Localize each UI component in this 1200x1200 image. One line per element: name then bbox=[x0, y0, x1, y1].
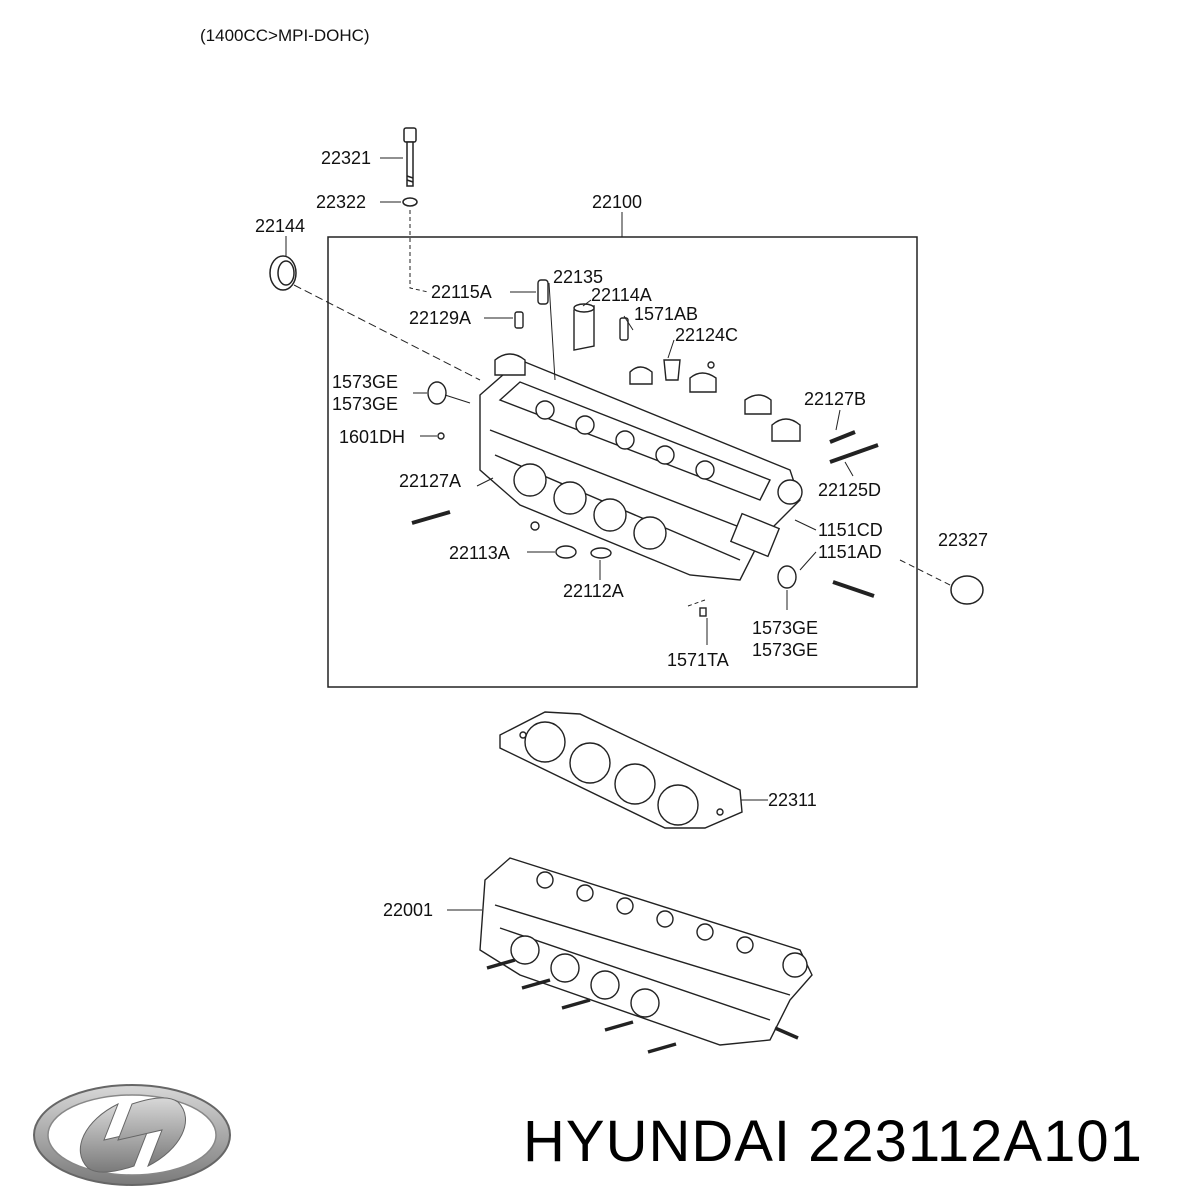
bare-head-studs-drawing bbox=[486, 958, 799, 1054]
part-number: 223112A101 bbox=[808, 1109, 1143, 1174]
label-22129a: 22129A bbox=[409, 308, 471, 328]
label-1573ge-c: 1573GE bbox=[752, 618, 818, 638]
label-22115a: 22115A bbox=[431, 282, 492, 302]
label-22125d: 22125D bbox=[818, 480, 881, 500]
oil-seal-drawing bbox=[269, 255, 297, 291]
label-1601dh: 1601DH bbox=[339, 427, 405, 447]
label-1573ge-b: 1573GE bbox=[332, 394, 398, 414]
bolt-washer-drawing bbox=[402, 197, 418, 207]
label-22322: 22322 bbox=[316, 192, 366, 212]
label-22112a: 22112A bbox=[563, 581, 624, 601]
label-1151ad: 1151AD bbox=[818, 542, 882, 562]
label-22144: 22144 bbox=[255, 216, 305, 236]
label-1573ge-d: 1573GE bbox=[752, 640, 818, 660]
label-22100: 22100 bbox=[592, 192, 642, 212]
label-1573ge-a: 1573GE bbox=[332, 372, 398, 392]
label-22113a: 22113A bbox=[449, 543, 510, 563]
label-22127a: 22127A bbox=[399, 471, 461, 491]
hyundai-logo-icon bbox=[33, 1084, 231, 1186]
label-22001: 22001 bbox=[383, 900, 433, 920]
head-gasket-drawing bbox=[499, 711, 743, 829]
brand-name: HYUNDAI bbox=[523, 1109, 792, 1174]
label-22321: 22321 bbox=[321, 148, 371, 168]
label-1571ta: 1571TA bbox=[667, 650, 729, 670]
label-22114a: 22114A bbox=[591, 285, 652, 305]
cylinder-head-bolt-drawing bbox=[403, 127, 417, 187]
stud-bolts-drawing bbox=[411, 430, 879, 598]
expansion-plug-drawing bbox=[950, 575, 984, 605]
label-22124c: 22124C bbox=[675, 325, 738, 345]
bare-cylinder-head-drawing bbox=[479, 857, 813, 1046]
leader-lines bbox=[285, 157, 953, 911]
label-22311: 22311 bbox=[768, 790, 817, 810]
valve-components-drawing bbox=[427, 279, 797, 617]
diagram-subtitle: (1400CC>MPI-DOHC) bbox=[200, 26, 370, 45]
label-22135: 22135 bbox=[553, 267, 603, 287]
label-1571ab: 1571AB bbox=[634, 304, 698, 324]
footer-title: HYUNDAI 223112A101 bbox=[523, 1108, 1143, 1175]
label-22127b: 22127B bbox=[804, 389, 866, 409]
label-1151cd: 1151CD bbox=[818, 520, 883, 540]
label-22327: 22327 bbox=[938, 530, 988, 550]
cylinder-head-assembly-drawing bbox=[479, 353, 803, 581]
